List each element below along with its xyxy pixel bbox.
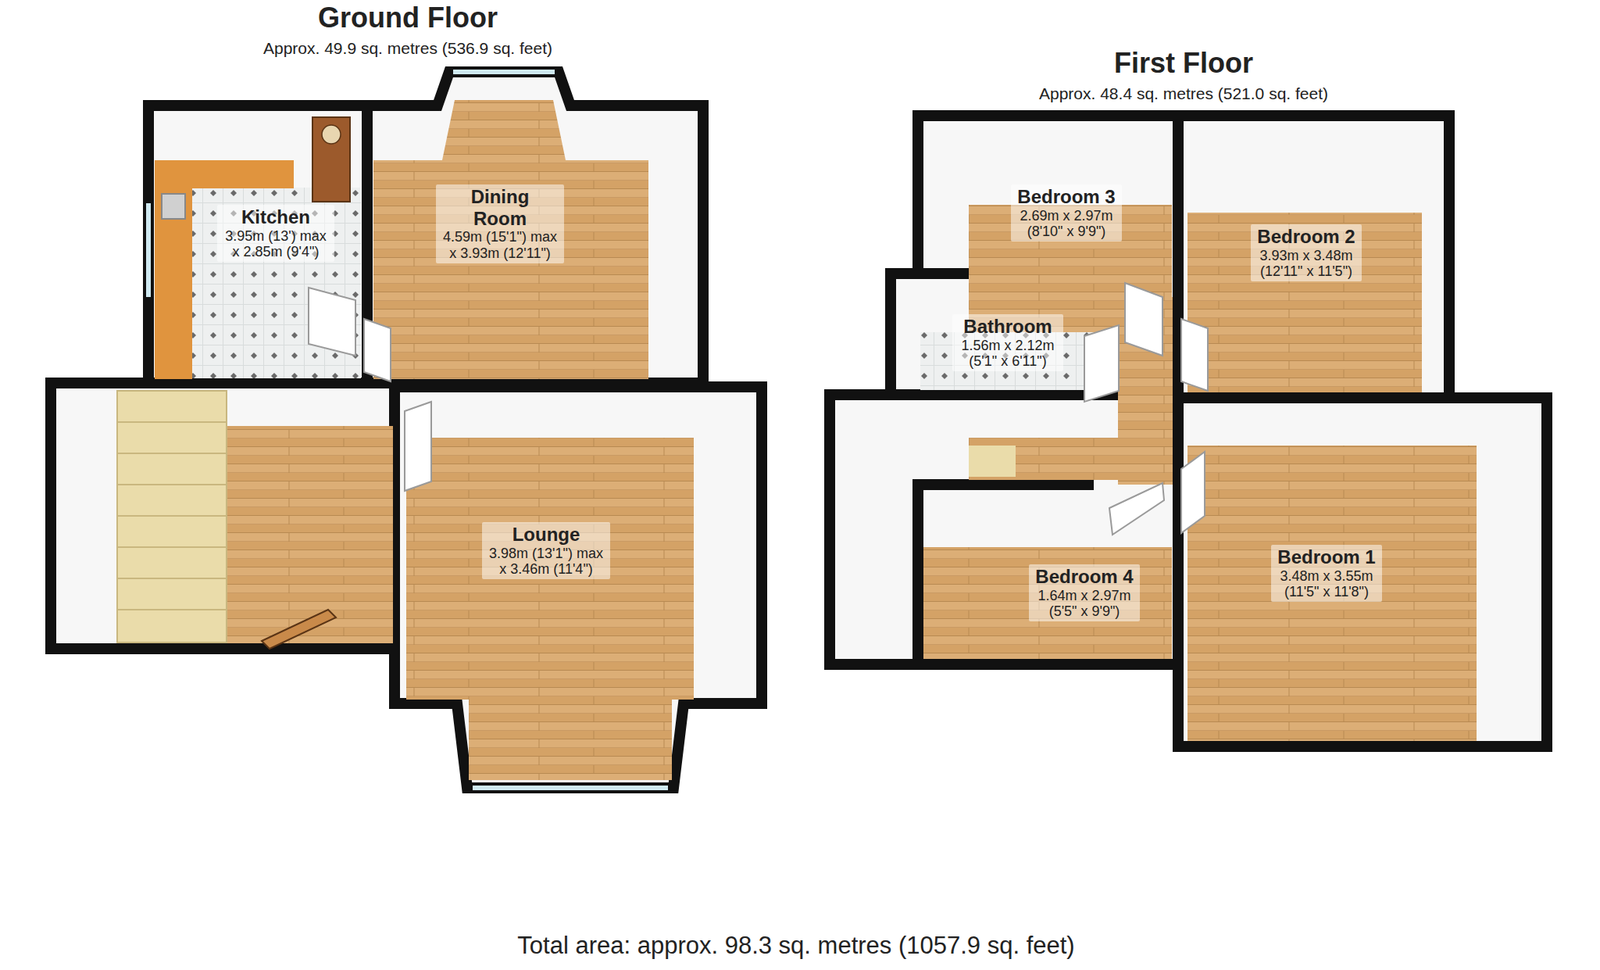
room-label: Bedroom 23.93m x 3.48m (12'11" x 11'5") xyxy=(1250,224,1362,282)
room-area: Kitchen3.95m (13') max x 2.85m (9'4") xyxy=(154,110,363,379)
floor-heading: Ground Floor xyxy=(220,1,596,34)
room-area: Bedroom 41.64m x 2.97m (5'5" x 9'9") xyxy=(923,489,1173,659)
room-area: Bedroom 13.48m x 3.55m (11'5" x 11'8") xyxy=(1183,403,1542,741)
room-name: Bathroom xyxy=(957,315,1059,338)
room-dimensions: 1.64m x 2.97m (5'5" x 9'9") xyxy=(1033,587,1136,620)
room-name: Lounge xyxy=(486,523,606,546)
room-label: Bedroom 32.69m x 2.97m (8'10" x 9'9") xyxy=(1010,184,1122,242)
room-name: Bedroom 4 xyxy=(1033,565,1136,588)
floor-plan: Ground FloorApprox. 49.9 sq. metres (536… xyxy=(0,0,790,813)
room-area: Lounge3.98m (13'1") max x 3.46m (11'4") xyxy=(400,392,757,699)
room-dimensions: 1.56m x 2.12m (5'1" x 6'11") xyxy=(957,337,1059,370)
room-name: Bedroom 3 xyxy=(1015,185,1118,208)
floor-area-note: Approx. 49.9 sq. metres (536.9 sq. feet) xyxy=(173,39,643,58)
room-area: Bathroom1.56m x 2.12m (5'1" x 6'11") xyxy=(896,278,1081,390)
room-label: Bedroom 13.48m x 3.55m (11'5" x 11'8") xyxy=(1271,544,1383,602)
room-label: Bedroom 41.64m x 2.97m (5'5" x 9'9") xyxy=(1028,564,1140,622)
room-dimensions: 3.93m x 3.48m (12'11" x 11'5") xyxy=(1255,247,1358,280)
room-name: Dining Room xyxy=(460,185,540,229)
room-dimensions: 4.59m (15'1") max x 3.93m (12'11") xyxy=(440,228,560,261)
room-dimensions: 3.95m (13') max x 2.85m (9'4") xyxy=(221,228,330,261)
room-dimensions: 2.69m x 2.97m (8'10" x 9'9") xyxy=(1015,207,1118,240)
room-name: Bedroom 1 xyxy=(1275,546,1378,568)
room-dimensions: 3.48m x 3.55m (11'5" x 11'8") xyxy=(1275,567,1378,600)
room-area: Dining Room4.59m (15'1") max x 3.93m (12… xyxy=(373,110,699,379)
room-area: Bedroom 23.93m x 3.48m (12'11" x 11'5") xyxy=(1183,121,1444,393)
floor-area-note: Approx. 48.4 sq. metres (521.0 sq. feet) xyxy=(949,84,1418,104)
room-name: Kitchen xyxy=(221,206,330,229)
caption: Total area: approx. 98.3 sq. metres (105… xyxy=(405,931,1187,960)
floor-plan: First FloorApprox. 48.4 sq. metres (521.… xyxy=(812,0,1594,782)
floor-heading: First Floor xyxy=(996,46,1372,79)
room-name: Bedroom 2 xyxy=(1255,225,1358,248)
room-area: Bedroom 32.69m x 2.97m (8'10" x 9'9") xyxy=(923,121,1173,274)
room-dimensions: 3.98m (13'1") max x 3.46m (11'4") xyxy=(486,545,606,578)
room-label: Bathroom1.56m x 2.12m (5'1" x 6'11") xyxy=(952,314,1064,372)
room-label: Dining Room4.59m (15'1") max x 3.93m (12… xyxy=(435,184,565,264)
room-label: Kitchen3.95m (13') max x 2.85m (9'4") xyxy=(217,204,335,262)
room-label: Lounge3.98m (13'1") max x 3.46m (11'4") xyxy=(482,521,611,579)
